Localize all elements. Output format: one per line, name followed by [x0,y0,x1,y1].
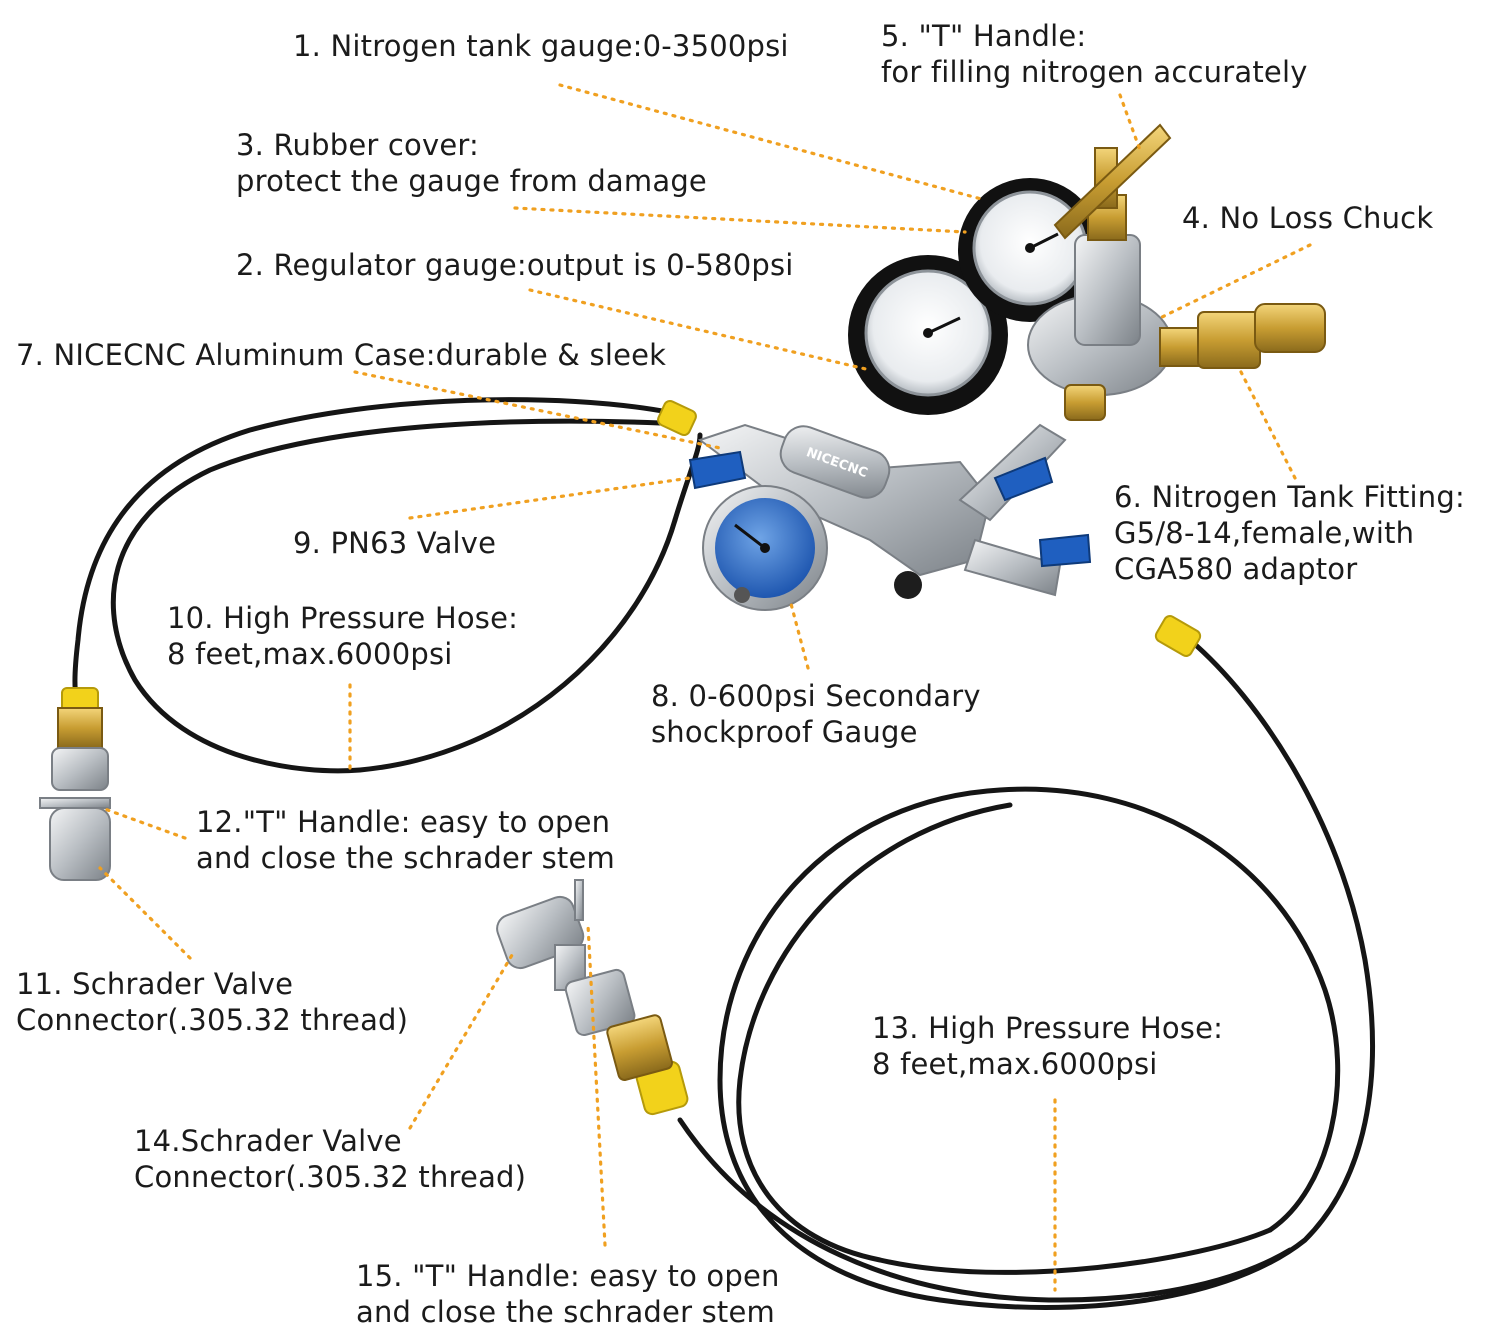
schrader-connector-lower [496,879,673,1081]
hose-right-coil [677,637,1375,1310]
regulator-body [1027,194,1173,421]
callout-9-line-1: 9. PN63 Valve [293,526,497,560]
callout-14-line-1: 14.Schrader Valve [134,1124,402,1158]
callout-6-tank-fitting: 6. Nitrogen Tank Fitting: G5/8-14,female… [1114,479,1465,587]
leader-6 [1238,368,1297,480]
callout-5-line-2: for filling nitrogen accurately [881,55,1308,89]
callout-6-line-2: G5/8-14,female,with [1114,516,1415,550]
leader-2 [528,288,872,372]
leader-11 [98,866,192,960]
secondary-gauge [702,485,828,611]
callout-10-line-1: 10. High Pressure Hose: [167,601,519,635]
leader-4 [1158,243,1312,320]
leader-1 [558,83,987,202]
leader-lines [98,83,1312,1292]
callout-11-line-1: 11. Schrader Valve [16,967,294,1001]
t-handle-lower [574,879,584,921]
callout-10-high-pressure-hose: 10. High Pressure Hose: 8 feet,max.6000p… [167,600,518,672]
callout-2-line-1: 2. Regulator gauge:output is 0-580psi [236,248,794,282]
t-handle-left [39,797,111,809]
leader-12 [100,806,187,840]
callout-2-regulator-gauge: 2. Regulator gauge:output is 0-580psi [236,247,794,283]
callout-15-line-2: and close the schrader stem [356,1295,775,1329]
callout-8-line-2: shockproof Gauge [651,715,918,749]
callout-13-high-pressure-hose: 13. High Pressure Hose: 8 feet,max.6000p… [872,1010,1223,1082]
schrader-connector-left [39,707,111,881]
callout-10-line-2: 8 feet,max.6000psi [167,637,453,671]
callout-8-secondary-gauge: 8. 0-600psi Secondary shockproof Gauge [651,678,981,750]
callout-3-line-1: 3. Rubber cover: [236,128,479,162]
callout-7-aluminum-case: 7. NICECNC Aluminum Case:durable & sleek [16,337,666,373]
leader-5 [1118,93,1142,152]
hose-left-coil [72,397,703,774]
callout-1-line-1: 1. Nitrogen tank gauge:0-3500psi [293,29,789,63]
callout-3-line-2: protect the gauge from damage [236,164,707,198]
callout-6-line-1: 6. Nitrogen Tank Fitting: [1114,480,1465,514]
callout-12-line-1: 12."T" Handle: easy to open [196,805,611,839]
callout-15-line-1: 15. "T" Handle: easy to open [356,1259,780,1293]
callout-13-line-1: 13. High Pressure Hose: [872,1011,1224,1045]
callout-5-line-1: 5. "T" Handle: [881,19,1087,53]
callout-12-line-2: and close the schrader stem [196,841,615,875]
callout-13-line-2: 8 feet,max.6000psi [872,1047,1158,1081]
callout-4-line-1: 4. No Loss Chuck [1182,201,1434,235]
callout-11-line-2: Connector(.305.32 thread) [16,1003,409,1037]
leader-7 [353,370,722,450]
yellow-hose-ferrules [61,400,1202,1116]
callout-5-t-handle: 5. "T" Handle: for filling nitrogen accu… [881,18,1308,90]
nitrogen-tank-fitting [1159,303,1326,369]
leader-15 [586,923,607,1247]
callout-7-line-1: 7. NICECNC Aluminum Case:durable & sleek [16,338,667,372]
callout-12-t-handle: 12."T" Handle: easy to open and close th… [196,804,615,876]
callout-15-t-handle: 15. "T" Handle: easy to open and close t… [356,1258,780,1330]
callout-9-pn63-valve: 9. PN63 Valve [293,525,496,561]
regulator-gauge [848,255,1008,415]
callout-6-line-3: CGA580 adaptor [1114,552,1358,586]
callout-4-no-loss-chuck: 4. No Loss Chuck [1182,200,1433,236]
callout-14-line-2: Connector(.305.32 thread) [134,1160,527,1194]
callout-8-line-1: 8. 0-600psi Secondary [651,679,981,713]
pn63-valve-levers [688,450,1092,568]
leader-14 [408,948,517,1130]
leader-3 [513,206,967,234]
leader-9 [408,476,692,520]
leader-8 [788,598,810,670]
t-handle-regulator [1053,123,1172,240]
callout-11-schrader-connector: 11. Schrader Valve Connector(.305.32 thr… [16,966,408,1038]
callout-3-rubber-cover: 3. Rubber cover: protect the gauge from … [236,127,707,199]
callout-14-schrader-connector: 14.Schrader Valve Connector(.305.32 thre… [134,1123,526,1195]
callout-1-tank-gauge: 1. Nitrogen tank gauge:0-3500psi [293,28,789,64]
